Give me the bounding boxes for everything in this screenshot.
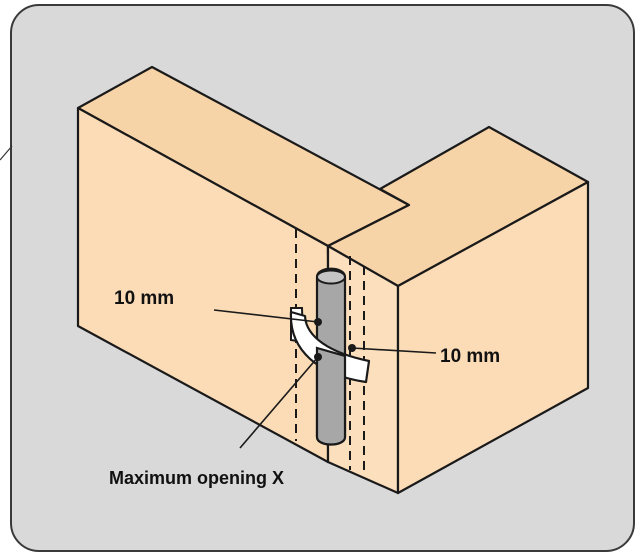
edge-mark <box>0 145 13 161</box>
maximum-opening-label: Maximum opening X <box>109 468 284 488</box>
leader-line-opening <box>239 356 319 449</box>
right-block-side-face <box>396 180 590 495</box>
leader-line-left-dimension <box>213 309 319 323</box>
right-dimension-label: 10 mm <box>440 346 500 367</box>
hinge <box>289 267 371 446</box>
hinge-pin-top <box>316 269 346 285</box>
leader-line-right-dimension <box>351 347 437 354</box>
hinge-leaf-curved <box>289 310 371 384</box>
hinge-pin-front <box>315 346 347 446</box>
left-dimension-label: 10 mm <box>114 288 174 309</box>
